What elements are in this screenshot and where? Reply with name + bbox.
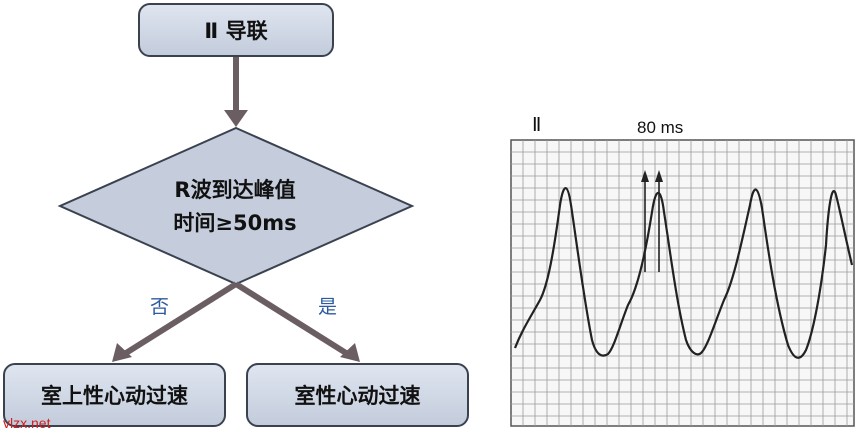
decision-line-2: 时间≥50ms — [173, 211, 297, 235]
start-label: Ⅱ 导联 — [204, 19, 268, 43]
ms-marker-left-head — [641, 170, 649, 182]
watermark-text: vlzx.net — [3, 415, 51, 431]
arrowhead-down — [224, 110, 248, 127]
svt-result-box: 室上性心动过速 — [3, 363, 226, 427]
arrowhead-left — [112, 343, 132, 362]
ecg-waveform — [513, 187, 854, 359]
decision-text: R波到达峰值 时间≥50ms — [140, 174, 330, 240]
yes-branch-label: 是 — [318, 296, 338, 318]
vt-result-box: 室性心动过速 — [246, 363, 469, 427]
svt-result-label: 室上性心动过速 — [41, 384, 188, 408]
decision-line-1: R波到达峰值 — [174, 178, 296, 202]
arrowhead-right — [340, 343, 360, 362]
ms-marker-right-head — [655, 170, 663, 182]
start-box: Ⅱ 导联 — [138, 3, 334, 57]
arrow-yes-branch — [234, 281, 348, 356]
arrow-no-branch — [124, 281, 238, 356]
vt-result-label: 室性心动过速 — [294, 384, 421, 408]
no-branch-label: 否 — [150, 296, 170, 318]
ecg-interval-label: 80 ms — [637, 118, 684, 137]
ecg-paper — [510, 139, 855, 427]
ecg-lead-label: Ⅱ — [532, 115, 542, 136]
